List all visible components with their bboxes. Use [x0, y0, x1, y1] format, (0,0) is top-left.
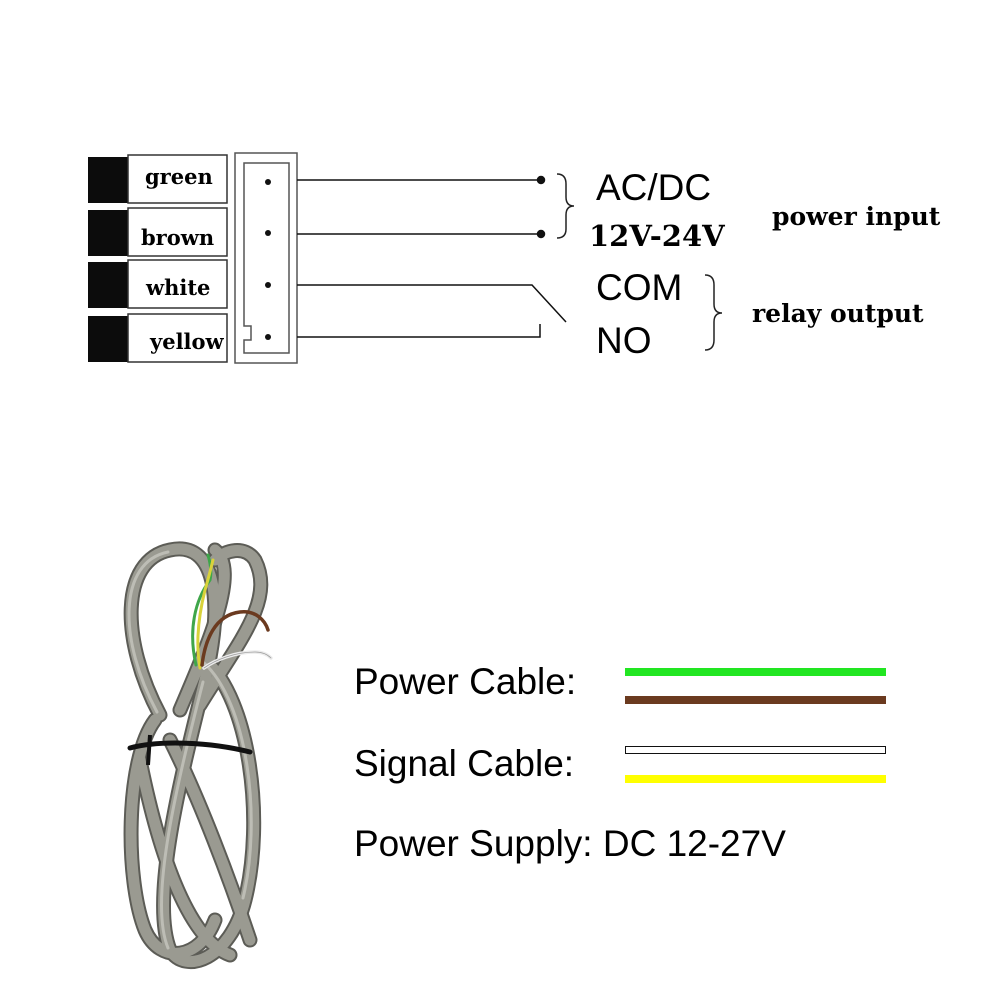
wire-end-green [191, 553, 213, 667]
signal-cable-white-swatch [625, 746, 886, 754]
circuit-lines [297, 175, 567, 338]
power-cable-brown-swatch [625, 696, 886, 704]
wire-brown-label: brown [141, 225, 214, 250]
signal-cable-yellow-swatch [625, 775, 886, 783]
connector-pin-1 [265, 179, 271, 185]
power-input-bracket [556, 173, 575, 239]
relay-com-line [297, 284, 567, 323]
wire-label-stack: green brown white yellow [88, 154, 228, 363]
power-cable-green-swatch [625, 668, 886, 676]
cable-tie [127, 740, 253, 755]
wire-brown-label-box [127, 207, 228, 257]
signal-cable-label: Signal Cable: [354, 743, 574, 784]
relay-output-bracket [704, 274, 723, 351]
connector-inner-frame [243, 162, 290, 354]
wire-yellow-black-tab [88, 316, 128, 362]
wire-brown-black-tab [88, 210, 128, 256]
wire-green-label-box [127, 154, 228, 204]
power-supply-text: Power Supply: DC 12-27V [354, 823, 786, 864]
stripped-wire-ends [191, 553, 273, 670]
connector-block [234, 152, 298, 364]
power-line-1-terminal-dot [536, 175, 546, 185]
power-input-label: power input [772, 202, 941, 231]
wire-end-brown [200, 610, 270, 667]
wire-white-label-box [127, 259, 228, 309]
com-label: COM [596, 267, 682, 308]
voltage-label: 12V-24V [589, 219, 725, 253]
wire-yellow-label: yellow [149, 329, 225, 354]
relay-no-line [297, 324, 541, 338]
connector-outer-frame [234, 152, 298, 364]
connector-pin-4 [265, 334, 271, 340]
wire-green-black-tab [88, 157, 128, 203]
connector-pin-3 [265, 282, 271, 288]
wire-white-label: white [145, 275, 210, 300]
wire-end-yellow [196, 558, 215, 670]
wire-yellow-label-box [127, 313, 228, 363]
wire-green-label: green [145, 164, 213, 189]
coiled-cable-image [123, 541, 273, 969]
power-cable-label: Power Cable: [354, 661, 576, 702]
relay-output-label: relay output [752, 299, 924, 328]
connector-pin-2 [265, 230, 271, 236]
wire-white-black-tab [88, 262, 128, 308]
cable-legend: Power Cable: Signal Cable: Power Supply:… [354, 661, 886, 864]
ac-dc-label: AC/DC [596, 167, 711, 208]
no-label: NO [596, 320, 652, 361]
power-line-2-terminal-dot [536, 229, 546, 239]
